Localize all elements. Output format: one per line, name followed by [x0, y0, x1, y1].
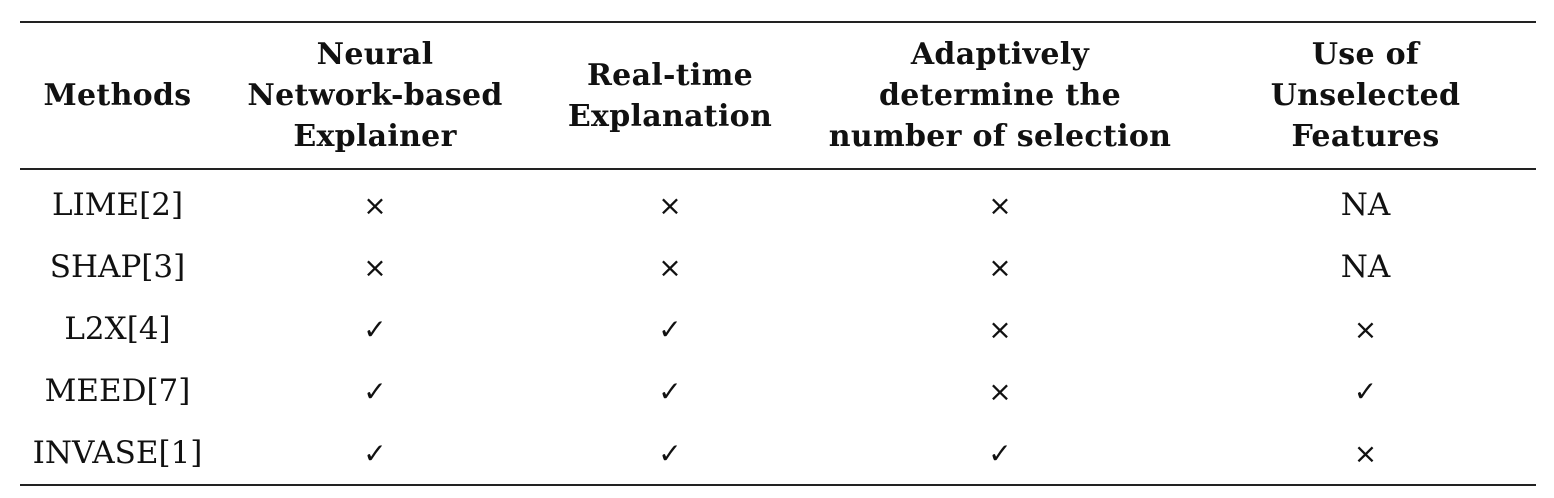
- table-header: Methods Neural Network-based Explainer R…: [20, 22, 1536, 169]
- adaptive-selection-cell: ×: [988, 312, 1012, 346]
- unselected-features-cell: NA: [1340, 187, 1391, 223]
- header-line: Features: [1291, 119, 1440, 154]
- real-time-cell: ✓: [658, 436, 682, 470]
- header-methods: Methods: [20, 22, 215, 169]
- table-row: LIME[2] × × × NA: [20, 169, 1536, 236]
- header-line: number of selection: [828, 119, 1172, 154]
- header-line: Adaptively: [910, 37, 1090, 72]
- table-row: SHAP[3] × × × NA: [20, 236, 1536, 298]
- method-name-cell: MEED[7]: [44, 373, 191, 409]
- adaptive-selection-cell: ✓: [988, 436, 1012, 470]
- method-name-cell: L2X[4]: [64, 311, 171, 347]
- header-adaptive-selection: Adaptively determine the number of selec…: [805, 22, 1195, 169]
- adaptive-selection-cell: ×: [988, 188, 1012, 222]
- method-name-cell: LIME[2]: [51, 187, 184, 223]
- neural-explainer-cell: ×: [363, 250, 387, 284]
- header-line: Use of: [1311, 37, 1420, 72]
- header-line: Real-time: [586, 57, 754, 93]
- header-neural-network-explainer: Neural Network-based Explainer: [215, 22, 535, 169]
- neural-explainer-cell: ✓: [363, 312, 387, 346]
- real-time-cell: ×: [658, 188, 682, 222]
- unselected-features-cell: ✓: [1353, 374, 1378, 408]
- unselected-features-cell: ×: [1353, 436, 1378, 470]
- header-line: Unselected: [1270, 78, 1461, 113]
- header-line: Network-based: [247, 78, 503, 113]
- table-body: LIME[2] × × × NA SHAP[3] × × × NA L2X[4]…: [20, 169, 1536, 485]
- comparison-table-container: Methods Neural Network-based Explainer R…: [20, 21, 1536, 486]
- header-unselected-features: Use of Unselected Features: [1195, 22, 1536, 169]
- unselected-features-cell: NA: [1340, 249, 1391, 285]
- adaptive-selection-cell: ×: [988, 374, 1012, 408]
- header-line: Methods: [43, 78, 192, 113]
- method-name-cell: SHAP[3]: [49, 249, 186, 285]
- unselected-features-cell: ×: [1353, 312, 1378, 346]
- adaptive-selection-cell: ×: [988, 250, 1012, 284]
- neural-explainer-cell: ×: [363, 188, 387, 222]
- header-line: determine the: [879, 78, 1121, 113]
- neural-explainer-cell: ✓: [363, 436, 387, 470]
- method-name-cell: INVASE[1]: [32, 435, 203, 471]
- header-line: Neural: [316, 37, 434, 72]
- real-time-cell: ×: [658, 250, 682, 284]
- table-row: INVASE[1] ✓ ✓ ✓ ×: [20, 422, 1536, 485]
- header-row: Methods Neural Network-based Explainer R…: [20, 22, 1536, 169]
- real-time-cell: ✓: [658, 312, 682, 346]
- table-row: MEED[7] ✓ ✓ × ✓: [20, 360, 1536, 422]
- neural-explainer-cell: ✓: [363, 374, 387, 408]
- header-real-time-explanation: Real-time Explanation: [535, 22, 805, 169]
- table-row: L2X[4] ✓ ✓ × ×: [20, 298, 1536, 360]
- header-line: Explainer: [293, 119, 457, 154]
- method-comparison-table: Methods Neural Network-based Explainer R…: [20, 21, 1536, 486]
- real-time-cell: ✓: [658, 374, 682, 408]
- header-line: Explanation: [567, 98, 773, 134]
